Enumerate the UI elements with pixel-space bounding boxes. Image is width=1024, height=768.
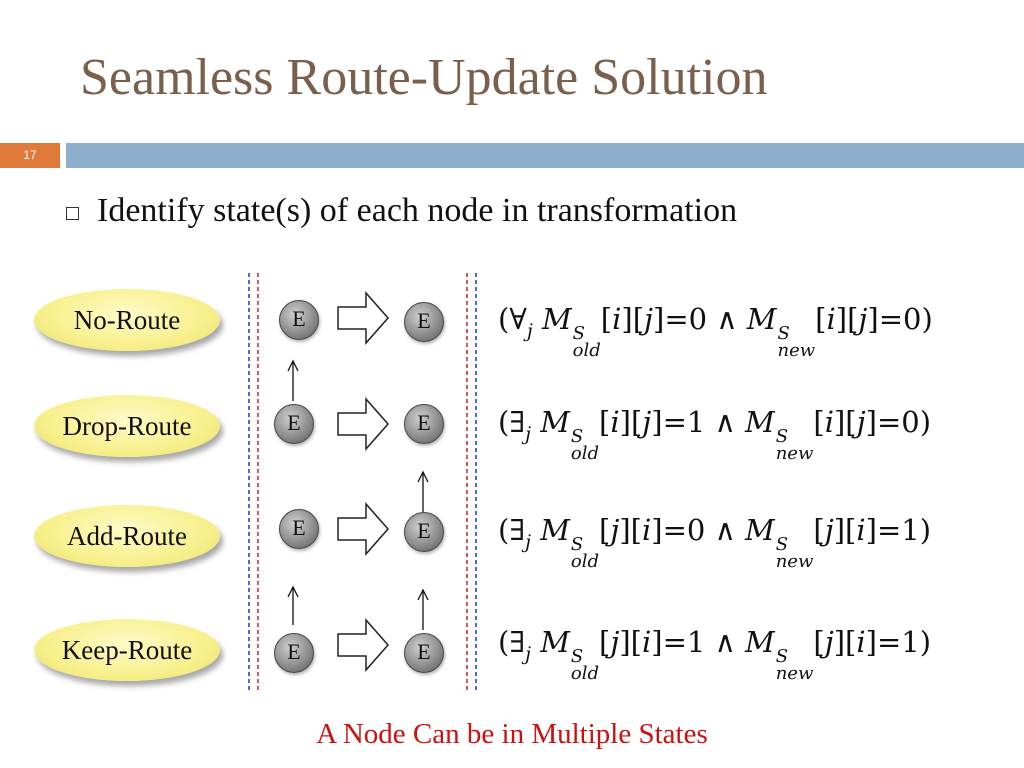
up-arrow-icon (417, 470, 429, 512)
node-old: E (279, 509, 319, 549)
state-label: Drop-Route (62, 410, 192, 441)
node-label: E (417, 639, 431, 664)
transform-arrow-icon (337, 397, 389, 451)
node-label: E (287, 639, 301, 664)
node-label: E (417, 308, 431, 333)
node-new: E (404, 302, 444, 342)
node-old: E (274, 633, 314, 673)
square-bullet-icon (66, 206, 79, 220)
node-new: E (404, 404, 444, 444)
caption: A Node Can be in Multiple States (316, 718, 708, 750)
transform-arrow-icon (337, 291, 389, 345)
node-new: E (404, 512, 444, 552)
bullet-text: Identify state(s) of each node in transf… (97, 192, 738, 229)
up-arrow-icon (287, 585, 299, 625)
node-label: E (292, 515, 306, 540)
state-no-route: No-Route (34, 289, 220, 351)
bullet-item: Identify state(s) of each node in transf… (66, 192, 737, 230)
up-arrow-icon (287, 359, 299, 401)
node-label: E (287, 410, 301, 435)
transform-arrow-icon (337, 618, 389, 672)
up-arrow-icon (417, 588, 429, 630)
node-label: E (417, 410, 431, 435)
state-add-route: Add-Route (34, 505, 220, 567)
state-keep-route: Keep-Route (34, 619, 220, 681)
slide-title: Seamless Route-Update Solution (80, 49, 768, 106)
node-old: E (274, 404, 314, 444)
node-new: E (404, 633, 444, 673)
title-bar (66, 143, 1024, 168)
state-drop-route: Drop-Route (34, 395, 220, 457)
state-label: Keep-Route (61, 634, 193, 665)
slide-number: 17 (0, 143, 60, 168)
state-label: Add-Route (67, 520, 187, 551)
node-label: E (292, 306, 306, 331)
node-old: E (279, 300, 319, 340)
state-label: No-Route (73, 304, 181, 335)
transform-arrow-icon (337, 502, 389, 556)
node-label: E (417, 518, 431, 543)
